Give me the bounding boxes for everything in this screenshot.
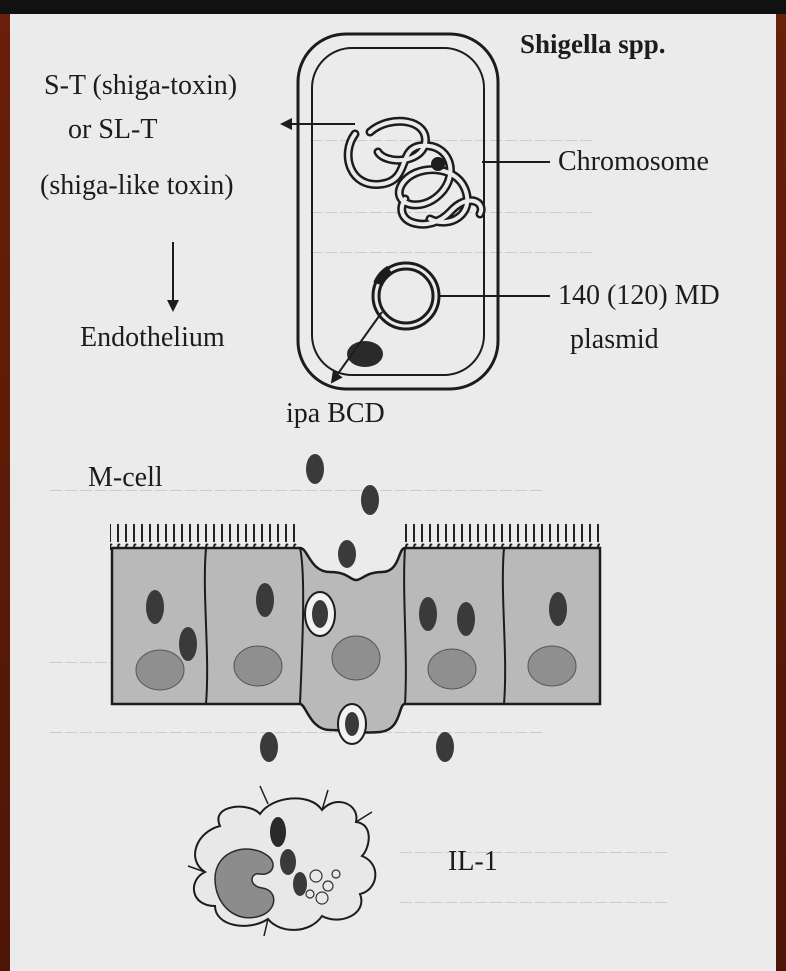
- label-chromosome: Chromosome: [558, 146, 709, 178]
- engulfed-bacterium: [270, 817, 286, 847]
- label-plasmid-line1: 140 (120) MD: [558, 280, 720, 312]
- diagram-page: — — — — — — — — — — — — — — — — — — — — …: [10, 14, 776, 971]
- vacuole-bacterium: [305, 592, 335, 636]
- bacterium-small: [338, 540, 356, 568]
- microvilli-right: [402, 524, 600, 550]
- bacterium-small: [260, 732, 278, 762]
- label-ipa-bcd: ipa BCD: [286, 398, 385, 430]
- label-plasmid-line2: plasmid: [570, 324, 659, 356]
- label-toxin-line2: or SL-T: [68, 114, 157, 146]
- vacuole-bacterium: [338, 704, 366, 744]
- microvilli-left: [110, 524, 300, 550]
- bacterium-small: [361, 485, 379, 515]
- label-toxin-line1: S-T (shiga-toxin): [44, 70, 237, 102]
- bacterium-small: [306, 454, 324, 484]
- label-endothelium: Endothelium: [80, 322, 225, 354]
- bacterium-small: [436, 732, 454, 762]
- chromosome-knot: [431, 157, 445, 171]
- label-m-cell: M-cell: [88, 462, 163, 494]
- title-shigella: Shigella spp.: [520, 28, 666, 60]
- label-il-1: IL-1: [448, 846, 498, 878]
- top-bar: [0, 0, 786, 14]
- label-toxin-line3: (shiga-like toxin): [40, 170, 234, 202]
